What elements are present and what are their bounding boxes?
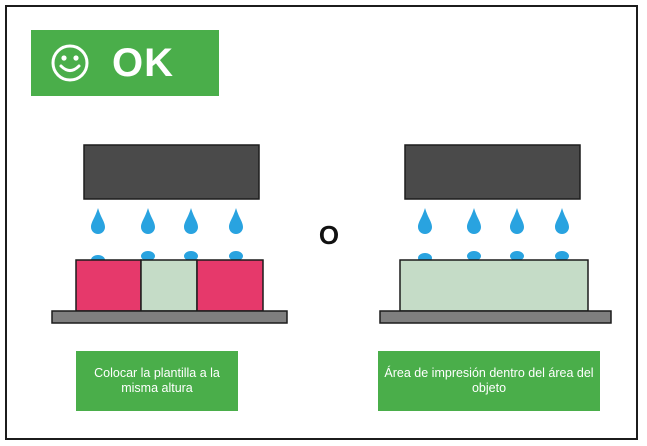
ink-drop-icon <box>184 208 198 234</box>
ink-splash <box>229 251 243 261</box>
ink-splash <box>510 251 524 261</box>
left-caption: Colocar la plantilla a la misma altura <box>94 366 220 395</box>
ink-drop-icon <box>467 208 481 234</box>
ink-splash <box>141 251 155 261</box>
right-ink-drops <box>418 208 569 263</box>
ink-drop-icon <box>510 208 524 234</box>
ink-drop-icon <box>418 208 432 234</box>
ok-badge-background <box>31 30 219 96</box>
left-stencil-right <box>196 259 264 312</box>
ink-splash <box>555 251 569 261</box>
or-separator: O <box>318 220 340 250</box>
right-caption-box <box>378 351 600 411</box>
ink-drop-icon <box>555 208 569 234</box>
ink-splash <box>184 251 198 261</box>
ink-drop-icon <box>91 208 105 234</box>
right-caption: Área de impresión dentro del área del ob… <box>384 366 594 395</box>
left-stencil-left <box>75 259 142 312</box>
left-ink-drops <box>91 208 243 265</box>
right-platform <box>379 310 612 324</box>
ok-label: OK <box>112 41 174 85</box>
left-object <box>140 259 198 312</box>
right-object <box>399 259 589 312</box>
left-printhead <box>83 144 260 200</box>
left-caption-box <box>76 351 238 411</box>
left-scenario <box>51 144 288 411</box>
ink-drop-icon <box>229 208 243 234</box>
ok-badge: OK <box>31 30 219 96</box>
ink-drop-icon <box>141 208 155 234</box>
right-printhead <box>404 144 581 200</box>
ink-splash <box>467 251 481 261</box>
smiley-face-icon <box>51 44 89 82</box>
left-platform <box>51 310 288 324</box>
right-scenario <box>378 144 612 411</box>
